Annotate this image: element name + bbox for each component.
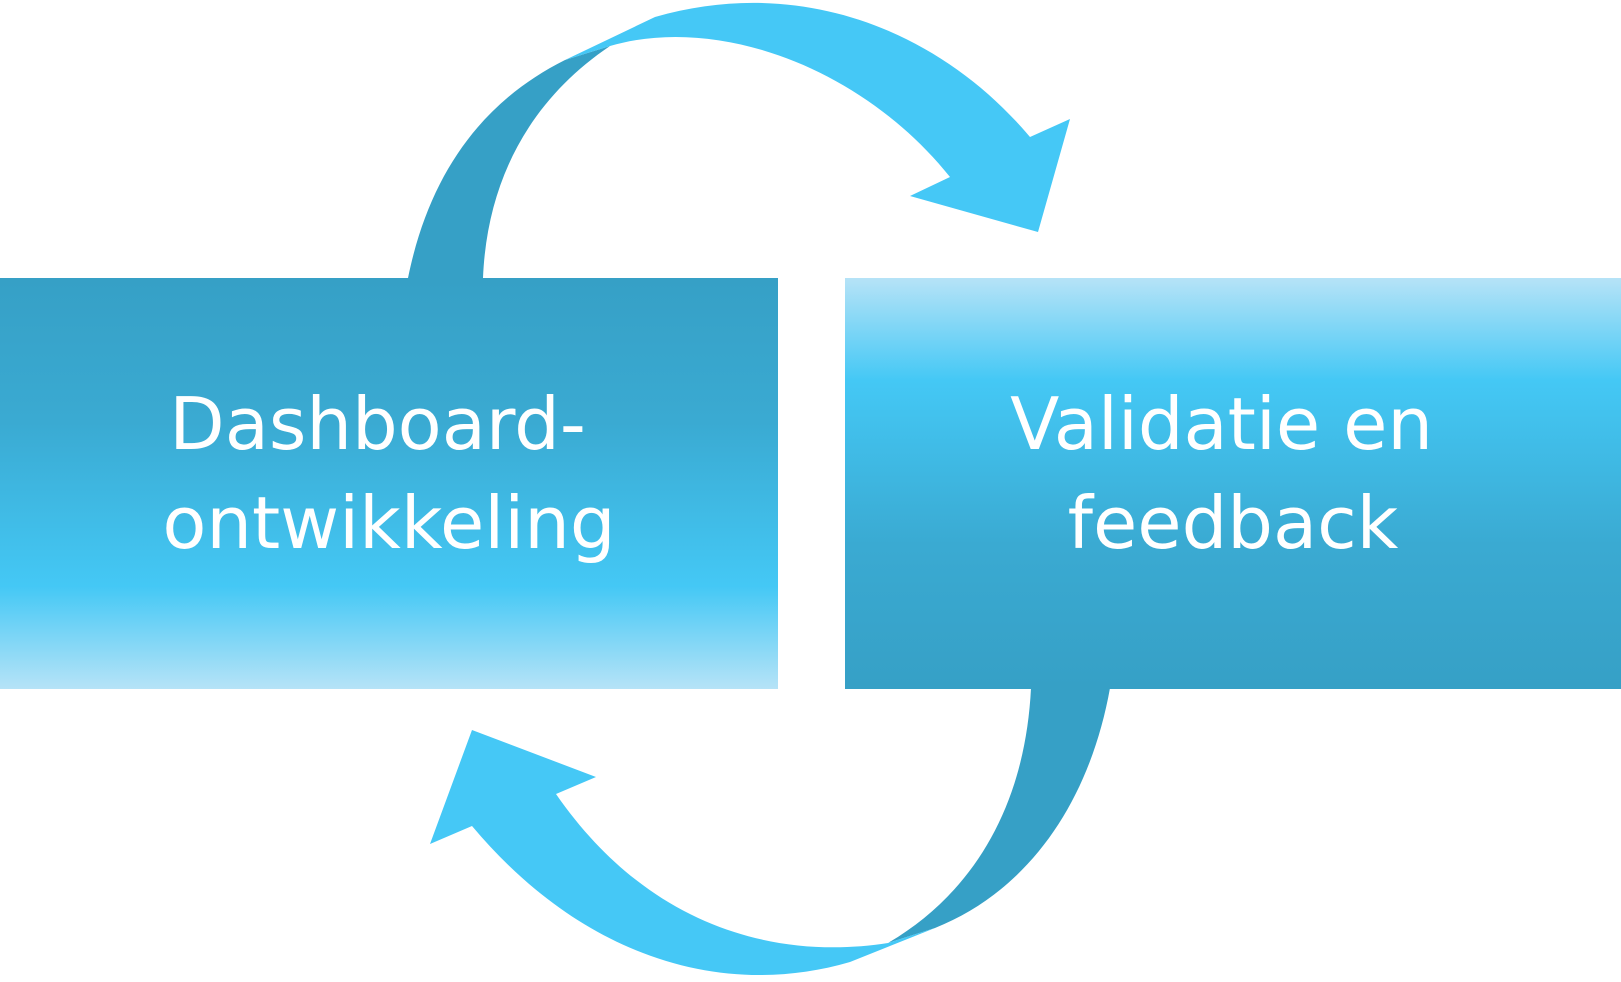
arrow-bottom-body <box>430 730 935 976</box>
box-validation: Validatie en feedback <box>845 278 1621 689</box>
arrow-development-to-validation <box>408 2 1070 278</box>
arrow-top-shadow <box>408 46 610 278</box>
box-validation-line-1: Validatie en <box>1010 382 1433 466</box>
box-validation-label: Validatie en feedback <box>1010 382 1456 565</box>
arrow-top-body <box>565 2 1070 232</box>
box-development-shape <box>0 278 778 689</box>
box-development: Dashboard- ontwikkeling <box>0 278 778 689</box>
box-validation-line-2: feedback <box>1068 481 1399 565</box>
arrow-bottom-shadow <box>888 688 1110 943</box>
arrow-validation-to-development <box>430 688 1110 976</box>
box-development-line-2: ontwikkeling <box>162 481 615 565</box>
box-development-line-1: Dashboard- <box>169 382 586 466</box>
box-development-label: Dashboard- ontwikkeling <box>162 382 615 565</box>
box-validation-shape <box>845 278 1621 689</box>
